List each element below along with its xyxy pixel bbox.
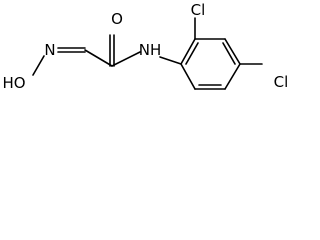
ring-bond-c6-c1 <box>180 63 196 90</box>
oxime-nitrogen-label: N <box>44 41 55 59</box>
ring-inner-double-bond-2 <box>222 42 236 65</box>
nh-to-ring-bond <box>159 56 182 65</box>
chlorine-meta-label: Cl <box>274 73 289 91</box>
ring-bond-c1-c2 <box>180 38 196 65</box>
hydroxyl-label: HO <box>2 74 25 92</box>
carbonyl-to-nh-bond <box>111 51 141 67</box>
chemical-structure: O N HO NH Cl Cl <box>2 1 288 92</box>
oh-to-n-bond <box>32 55 45 76</box>
oxygen-label: O <box>111 10 123 28</box>
ring-inner-double-bond-1 <box>185 42 199 65</box>
ring-bond-c4-c5 <box>224 63 241 90</box>
ch-to-carbonyl-carbon-bond <box>84 49 113 67</box>
amide-nitrogen-label: NH <box>139 41 162 59</box>
bond-layer <box>32 17 263 90</box>
ring-bond-c3-c4 <box>224 38 241 65</box>
atom-label-layer: O N HO NH Cl Cl <box>2 1 288 92</box>
chlorine-ortho-label: Cl <box>191 1 206 19</box>
